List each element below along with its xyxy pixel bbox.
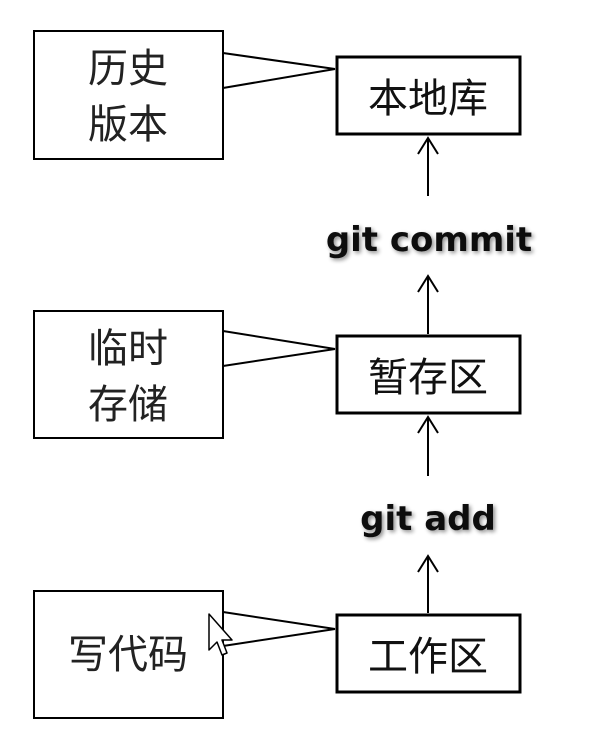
note-temp-line1: 临时 bbox=[88, 326, 168, 372]
note-write-code: 写代码 bbox=[33, 590, 336, 719]
git-commit-label: git commit bbox=[326, 220, 532, 260]
stage-box-staging: 暂存区 bbox=[335, 334, 522, 415]
callout-pointer-top bbox=[222, 611, 336, 630]
note-temp-storage: 临时 存储 bbox=[33, 310, 336, 439]
stage-label-workspace: 工作区 bbox=[368, 634, 488, 680]
note-history: 历史 版本 bbox=[33, 30, 336, 160]
callout-pointer-bottom bbox=[222, 628, 336, 647]
arrow-workspace-to-add bbox=[417, 554, 439, 613]
stage-label-staging: 暂存区 bbox=[368, 355, 488, 401]
stage-box-repo: 本地库 bbox=[335, 55, 522, 136]
note-history-line2: 版本 bbox=[88, 102, 168, 148]
note-code-line1: 写代码 bbox=[68, 632, 188, 678]
arrow-add-to-staging bbox=[417, 415, 439, 476]
note-temp-line2: 存储 bbox=[88, 382, 168, 428]
callout-pointer-top bbox=[222, 52, 336, 70]
git-add-label: git add bbox=[360, 499, 496, 539]
callout-pointer-bottom bbox=[222, 348, 336, 367]
mouse-cursor-icon bbox=[208, 613, 233, 656]
arrow-commit-to-repo bbox=[417, 136, 439, 196]
callout-pointer-top bbox=[222, 330, 336, 350]
stage-label-repo: 本地库 bbox=[368, 76, 488, 122]
callout-pointer-bottom bbox=[222, 68, 336, 89]
stage-box-workspace: 工作区 bbox=[335, 613, 522, 694]
note-history-line1: 历史 bbox=[88, 46, 168, 92]
arrow-staging-to-commit bbox=[417, 274, 439, 334]
